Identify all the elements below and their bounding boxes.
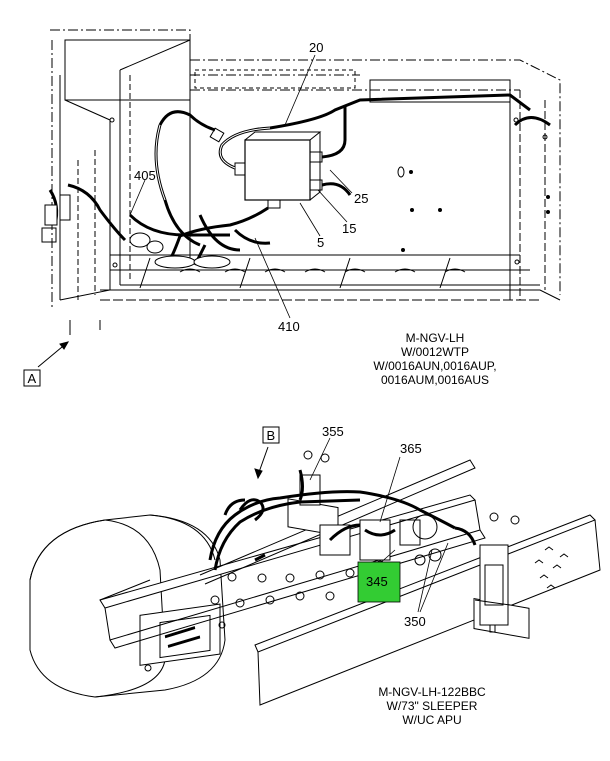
callout-350: 350: [404, 614, 426, 629]
view-b-label: B: [267, 428, 276, 443]
caption-bottom-line: W/73" SLEEPER: [386, 699, 478, 713]
view-b-marker: B: [262, 426, 280, 444]
callout-15: 15: [342, 221, 356, 236]
top-illustration: [37, 29, 561, 368]
caption-top-line: 0016AUM,0016AUS: [380, 373, 490, 387]
bottom-callouts: 355 365 345 350: [322, 424, 426, 629]
callout-20: 20: [309, 40, 323, 55]
callout-345: 345: [366, 574, 388, 589]
callout-410: 410: [278, 319, 300, 334]
callout-355: 355: [322, 424, 344, 439]
view-a-label: A: [28, 371, 37, 386]
caption-top-line: M-NGV-LH: [405, 331, 465, 345]
caption-bottom-line: W/UC APU: [402, 713, 462, 727]
bottom-illustration: [29, 437, 601, 706]
top-callouts: 20 405 25 15 5 410: [134, 40, 368, 334]
caption-top: M-NGV-LH W/0012WTP W/0016AUN,0016AUP, 00…: [345, 331, 525, 387]
view-a-marker: A: [23, 369, 41, 387]
caption-top-line: W/0012WTP: [400, 345, 469, 359]
highlight-box-345: [357, 561, 401, 603]
caption-bottom-line: M-NGV-LH-122BBC: [378, 685, 486, 699]
callout-405: 405: [134, 168, 156, 183]
caption-bottom: M-NGV-LH-122BBC W/73" SLEEPER W/UC APU: [352, 685, 512, 727]
caption-top-line: W/0016AUN,0016AUP,: [373, 359, 497, 373]
callout-25: 25: [354, 191, 368, 206]
callout-5: 5: [317, 235, 324, 250]
callout-365: 365: [400, 441, 422, 456]
